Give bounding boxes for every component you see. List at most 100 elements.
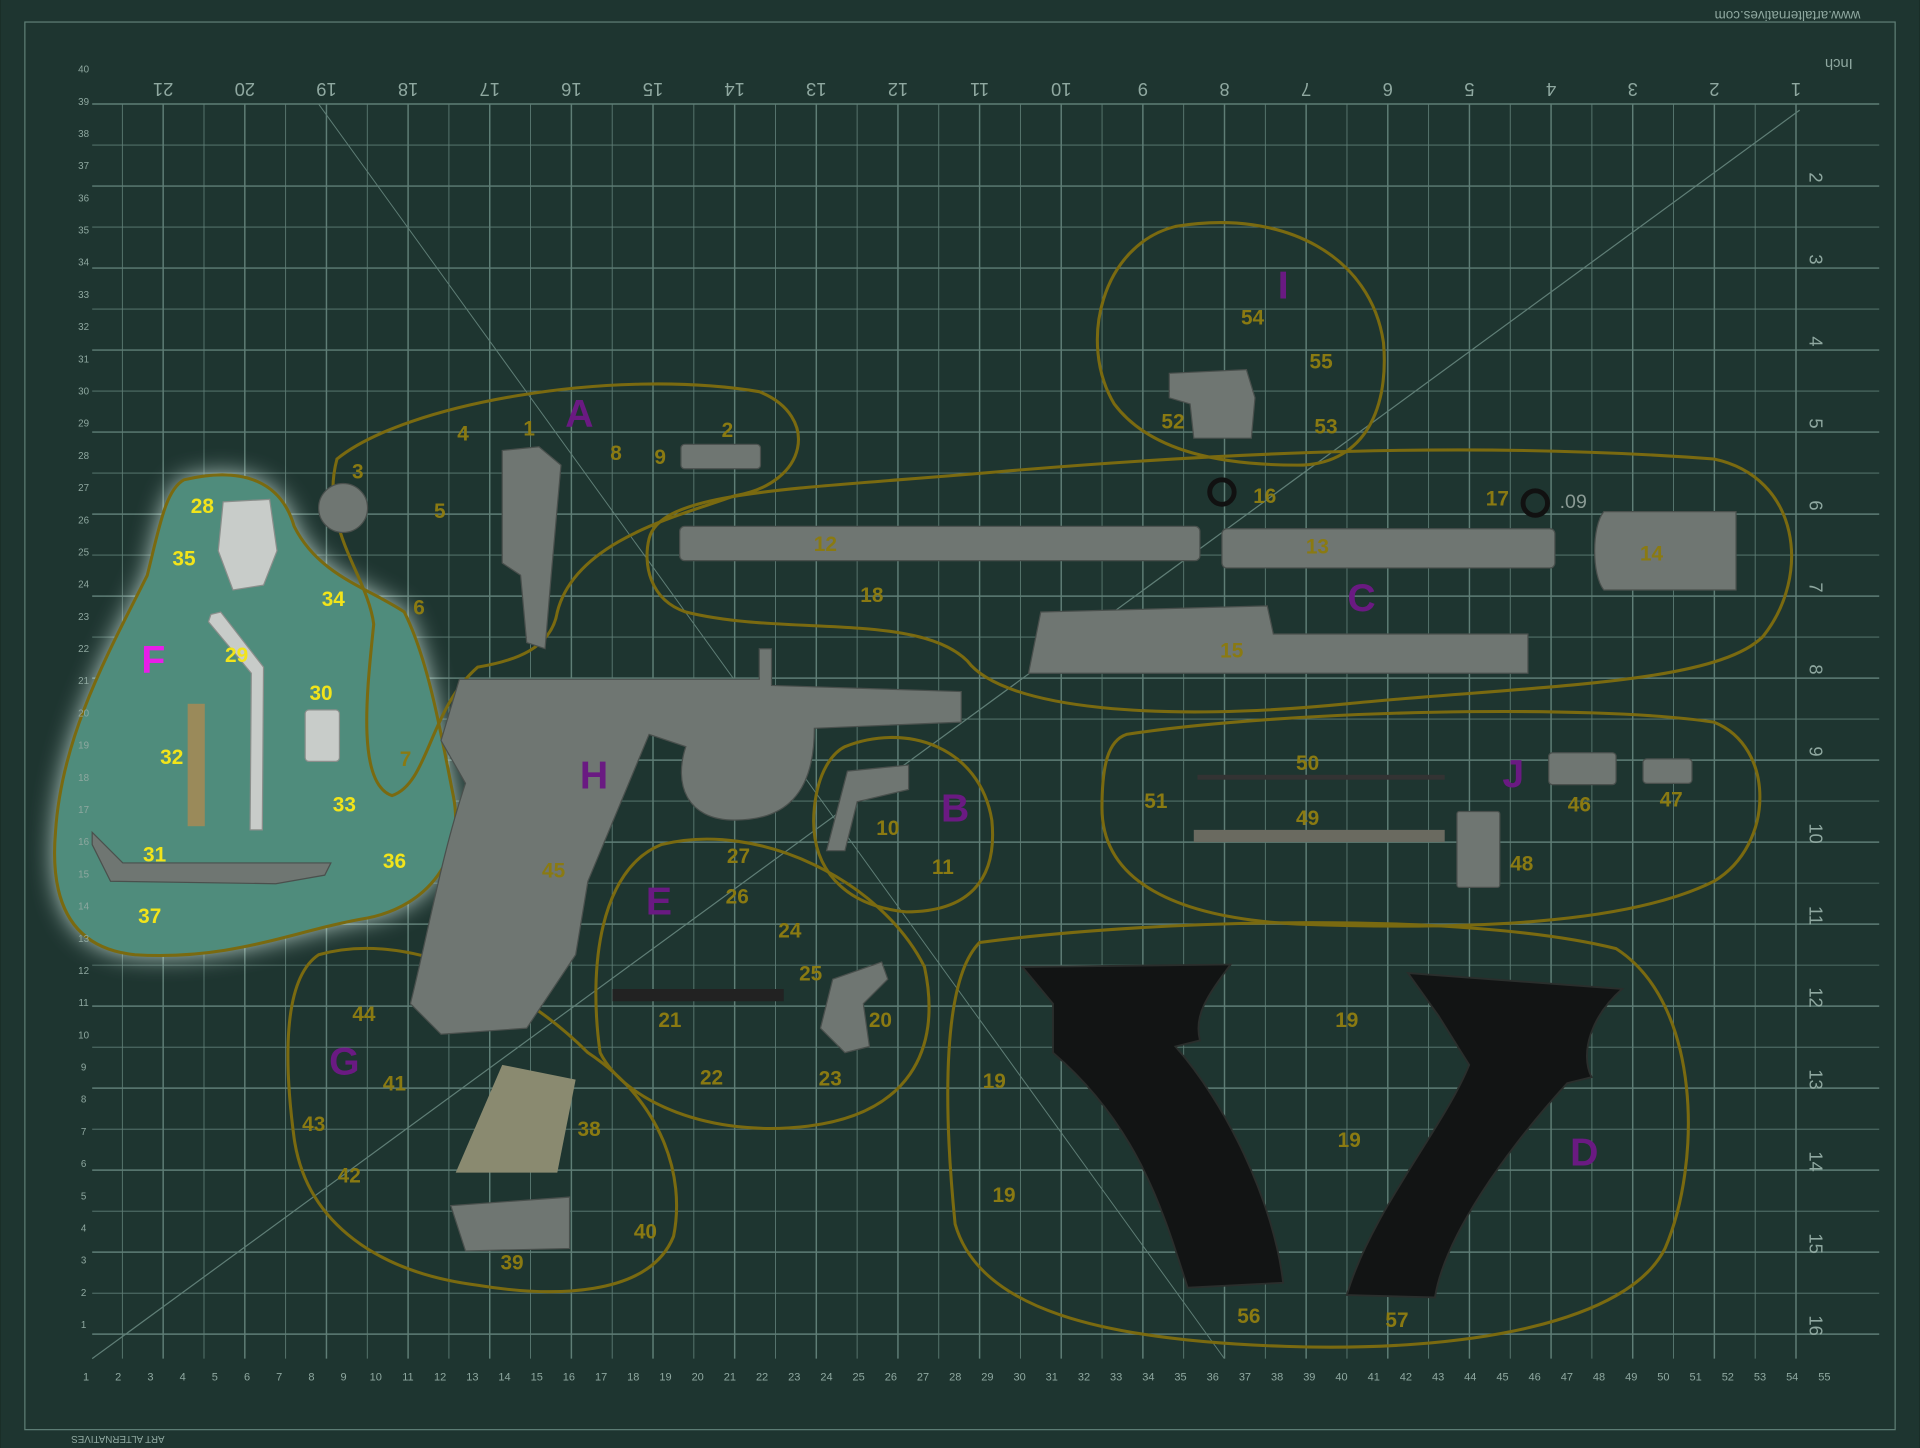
- barrel-part-12: [679, 525, 1201, 562]
- ruler-tick-label: 50: [1657, 1372, 1669, 1384]
- ruler-tick-label: 15: [643, 79, 663, 100]
- ruler-tick-label: 22: [756, 1372, 768, 1384]
- ruler-tick-label: 32: [1078, 1372, 1090, 1384]
- ruler-tick-label: 24: [820, 1372, 832, 1384]
- slide-part-15: [1027, 605, 1529, 674]
- group-letter-i: I: [1278, 265, 1289, 308]
- part-label-34: 34: [322, 588, 346, 611]
- ruler-tick-label: 17: [595, 1372, 607, 1384]
- ruler-tick-label: 5: [1464, 79, 1474, 100]
- ruler-tick-label: 17: [78, 805, 89, 816]
- ruler-tick-label: 9: [1138, 79, 1148, 100]
- part-46: [1548, 752, 1617, 786]
- ruler-tick-label: 2: [1709, 79, 1719, 100]
- part-label-43: 43: [302, 1113, 325, 1136]
- part-label-55: 55: [1310, 350, 1333, 373]
- ruler-tick-label: 23: [78, 612, 89, 623]
- ruler-tick-label: 21: [153, 79, 173, 100]
- ruler-tick-label: 34: [1142, 1372, 1154, 1384]
- ruler-tick-label: 5: [81, 1191, 87, 1202]
- ruler-tick-label: 20: [78, 708, 89, 719]
- part-31: [91, 830, 332, 885]
- group-letter-b: B: [941, 787, 969, 830]
- group-letter-d: D: [1570, 1131, 1598, 1174]
- measurement-note: .09: [1560, 491, 1587, 513]
- ruler-tick-label: 1: [81, 1320, 86, 1331]
- outline-group-i: [1095, 221, 1386, 467]
- ruler-tick-label: 6: [1805, 500, 1826, 510]
- part-1: [501, 446, 562, 650]
- ruler-tick-label: 12: [888, 79, 908, 100]
- ruler-tick-label: 27: [78, 483, 89, 494]
- part-label-23: 23: [819, 1068, 842, 1091]
- ruler-tick-label: 11: [402, 1372, 413, 1384]
- ruler-tick-label: 11: [970, 79, 989, 100]
- outline-group-a: [331, 382, 800, 798]
- group-outlines: [53, 221, 1793, 1349]
- ruler-tick-label: 52: [1722, 1372, 1734, 1384]
- ruler-tick-label: 36: [78, 193, 89, 204]
- ruler-tick-label: 19: [78, 741, 89, 752]
- part-label-19: 19: [1335, 1009, 1358, 1032]
- part-2: [680, 443, 762, 470]
- ruler-tick-label: 8: [308, 1372, 314, 1384]
- part-label-35: 35: [172, 547, 195, 570]
- ruler-tick-label: 6: [81, 1159, 87, 1170]
- ruler-tick-label: 44: [1464, 1372, 1476, 1384]
- part-10: [825, 764, 910, 852]
- part-21: [612, 988, 784, 1002]
- part-47: [1642, 758, 1693, 784]
- part-label-4: 4: [457, 423, 469, 446]
- part-32-spring: [187, 703, 205, 827]
- ruler-tick-label: 3: [1805, 254, 1826, 264]
- part-48: [1456, 810, 1501, 889]
- brand-url: www.artalternatives.com: [1715, 8, 1862, 23]
- part-3: [318, 482, 369, 534]
- ruler-tick-label: 10: [1051, 79, 1071, 100]
- ruler-tick-label: 15: [1805, 1233, 1826, 1253]
- ruler-tick-label: 28: [78, 451, 89, 462]
- part-label-5: 5: [434, 500, 446, 523]
- ruler-tick-label: 22: [78, 644, 89, 655]
- part-label-49: 49: [1296, 807, 1319, 830]
- ruler-tick-label: 3: [1628, 79, 1638, 100]
- part-label-31: 31: [143, 844, 166, 867]
- ruler-tick-label: 51: [1690, 1372, 1702, 1384]
- part-label-37: 37: [138, 905, 161, 928]
- part-label-9: 9: [654, 446, 666, 469]
- part-label-15: 15: [1220, 639, 1243, 662]
- ruler-tick-label: 26: [885, 1372, 897, 1384]
- ruler-tick-label: 33: [78, 290, 89, 301]
- ruler-tick-label: 3: [147, 1372, 153, 1384]
- ruler-tick-label: 43: [1432, 1372, 1444, 1384]
- ruler-tick-label: 27: [917, 1372, 929, 1384]
- ruler-tick-label: 4: [1805, 336, 1826, 346]
- spring-part-49: [1193, 829, 1445, 843]
- rod-part-50: [1197, 774, 1445, 780]
- part-20: [819, 961, 889, 1054]
- part-label-56: 56: [1237, 1305, 1260, 1328]
- part-label-3: 3: [352, 461, 364, 484]
- part-label-16: 16: [1253, 485, 1276, 508]
- ruler-tick-label: 16: [78, 837, 89, 848]
- ruler-tick-label: 31: [78, 354, 89, 365]
- ruler-tick-label: 19: [659, 1372, 671, 1384]
- ruler-tick-label: 12: [434, 1372, 446, 1384]
- ruler-tick-label: 10: [78, 1030, 89, 1041]
- ruler-tick-label: 13: [806, 79, 826, 100]
- part-label-51: 51: [1144, 790, 1167, 813]
- ruler-tick-label: 16: [563, 1372, 575, 1384]
- ruler-tick-label: 40: [1335, 1372, 1347, 1384]
- ruler-tick-label: 23: [788, 1372, 800, 1384]
- part-label-33: 33: [333, 794, 356, 817]
- ruler-tick-label: 24: [78, 580, 89, 591]
- ruler-tick-label: 1: [1791, 79, 1801, 100]
- ruler-tick-label: 14: [498, 1372, 510, 1384]
- group-letter-j: J: [1502, 753, 1524, 796]
- ruler-tick-label: 16: [1805, 1315, 1826, 1335]
- brand-name: ART ALTERNATIVES: [71, 1433, 165, 1444]
- part-29: [207, 611, 265, 831]
- ruler-tick-label: 2: [115, 1372, 121, 1384]
- group-letter-g: G: [329, 1041, 359, 1084]
- part-label-24: 24: [778, 920, 802, 943]
